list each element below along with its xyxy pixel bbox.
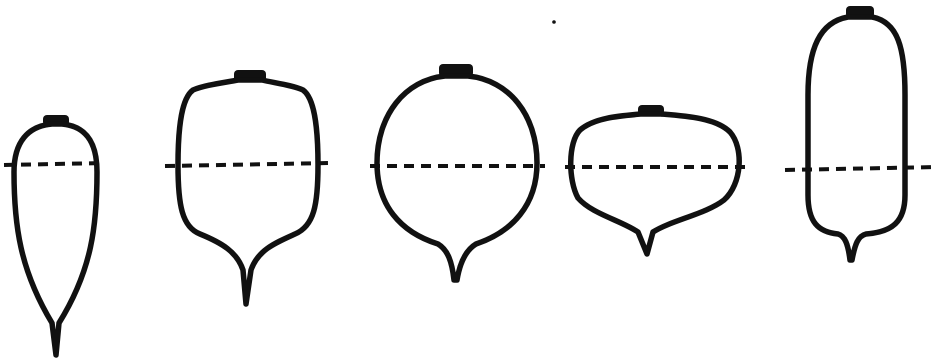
- stray-dot: [552, 20, 556, 24]
- shape-flat-oval: [571, 105, 739, 254]
- shape-2-outline: [178, 80, 318, 304]
- dashed-reference-line: [4, 163, 937, 170]
- shape-3-outline: [377, 76, 537, 280]
- shape-cylindrical: [808, 6, 905, 260]
- shape-1-outline: [14, 124, 97, 355]
- shape-long-tapered: [14, 115, 97, 355]
- shape-5-outline: [808, 17, 905, 260]
- shape-globe: [377, 64, 537, 280]
- shape-4-outline: [571, 114, 739, 254]
- shape-square-rounded: [178, 70, 318, 304]
